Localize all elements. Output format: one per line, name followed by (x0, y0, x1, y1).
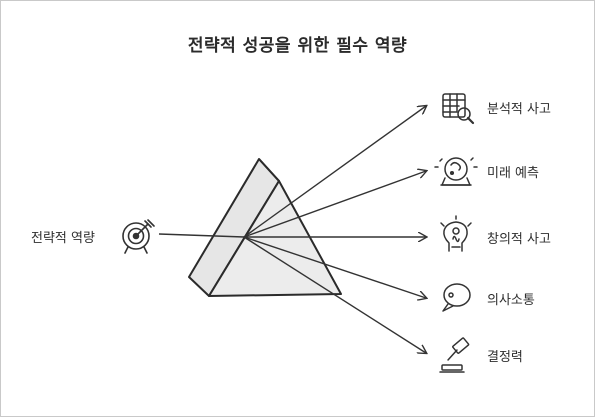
source-label: 전략적 역량 (31, 231, 95, 246)
lightbulb-head-icon (440, 215, 472, 252)
spreadsheet-magnifier-icon (442, 93, 475, 125)
target-arrow-icon (122, 219, 155, 254)
gavel-icon (439, 337, 470, 373)
arrow-to-forecast (243, 171, 426, 238)
diagram-title: 전략적 성공을 위한 필수 역량 (187, 36, 408, 56)
output-label-decisiveness: 결정력 (487, 350, 523, 365)
input-beam (158, 233, 245, 238)
arrow-to-decisiveness (243, 236, 426, 353)
output-label-communication: 의사소통 (487, 293, 535, 308)
prism (188, 158, 342, 297)
crystal-ball-icon (434, 157, 478, 186)
arrow-to-analytical (243, 106, 426, 238)
arrow-to-communication (243, 236, 426, 298)
output-label-forecast: 미래 예측 (487, 166, 539, 181)
speech-bubble-icon (442, 283, 471, 312)
output-label-analytical: 분석적 사고 (487, 102, 551, 117)
output-label-creative: 창의적 사고 (487, 232, 551, 247)
